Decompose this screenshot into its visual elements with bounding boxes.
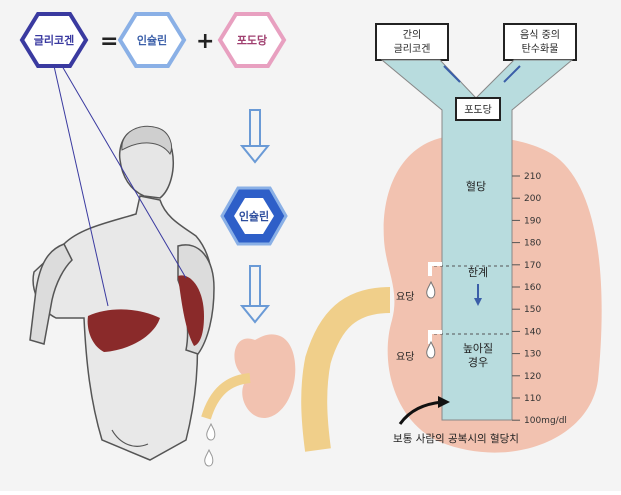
scale-tick-label: 170 [524, 261, 541, 271]
scale-tick-label: 110 [524, 394, 541, 404]
scale-tick-label: 100mg/dl [524, 416, 567, 426]
insulin-label-middle: 인슐린 [239, 209, 269, 223]
liver-glycogen-line1: 간의 [403, 29, 421, 41]
plus-sign: + [196, 29, 214, 54]
limit-label: 한계 [468, 266, 488, 279]
glycogen-hexagon: 글리코겐 [22, 14, 86, 66]
insulin-label-top: 인슐린 [137, 33, 167, 47]
glucose-box: 포도당 [456, 98, 500, 120]
blood-sugar-label: 혈당 [466, 179, 486, 193]
insulin-hexagon-top: 인슐린 [120, 14, 184, 66]
liver-glycogen-box: 간의 글리코겐 [376, 24, 448, 60]
food-carbs-line1: 음식 중의 [520, 29, 560, 41]
scale-tick-label: 160 [524, 283, 541, 293]
scale-tick-label: 180 [524, 239, 541, 249]
insulin-hexagon-middle: 인슐린 [222, 188, 286, 244]
scale-tick-label: 190 [524, 216, 541, 226]
scale-tick-label: 150 [524, 305, 541, 315]
urine-sugar-label-1: 요당 [396, 291, 414, 303]
scale-tick-label: 140 [524, 327, 541, 337]
food-carbs-box: 음식 중의 탄수화물 [504, 24, 576, 60]
glucose-hexagon: 포도당 [220, 14, 284, 66]
high-case-line2: 경우 [468, 356, 488, 369]
caption: 보통 사람의 공복시의 혈당치 [393, 432, 519, 445]
equals-sign: = [100, 29, 118, 54]
glucose-box-label: 포도당 [464, 104, 492, 116]
liver-glycogen-line2: 글리코겐 [394, 43, 431, 55]
urine-sugar-label-2: 요당 [396, 351, 414, 363]
scale-tick-label: 200 [524, 194, 541, 204]
scale-tick-label: 130 [524, 350, 541, 360]
food-carbs-line2: 탄수화물 [522, 43, 559, 55]
scale-tick-label: 210 [524, 172, 541, 182]
glycogen-label: 글리코겐 [34, 33, 74, 47]
glucose-label: 포도당 [237, 33, 267, 47]
high-case-line1: 높아질 [463, 342, 493, 355]
scale-tick-label: 120 [524, 372, 541, 382]
